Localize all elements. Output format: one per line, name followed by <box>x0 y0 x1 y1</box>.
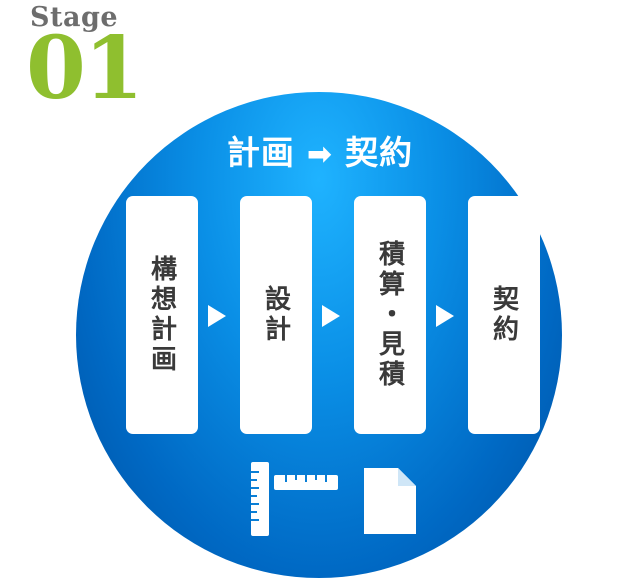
ruler-icon <box>251 462 338 536</box>
step-arrow-icon <box>322 305 340 327</box>
step-card-2: 設計 <box>240 196 312 434</box>
step-label: 構想計画 <box>146 255 177 375</box>
step-arrow-icon <box>208 305 226 327</box>
stage-heading: 計画 ➡ 契約 <box>0 126 640 174</box>
step-label: 積算・見積 <box>374 240 405 390</box>
step-card-4: 契約 <box>468 196 540 434</box>
step-card-3: 積算・見積 <box>354 196 426 434</box>
step-card-1: 構想計画 <box>126 196 198 434</box>
stage-number: 01 <box>26 18 144 119</box>
stage-label: Stage <box>30 2 119 33</box>
heading-to: 契約 <box>345 133 414 172</box>
step-label: 契約 <box>488 285 519 345</box>
right-arrow-icon: ➡ <box>306 137 334 172</box>
step-arrow-icon <box>436 305 454 327</box>
document-icon <box>364 468 416 534</box>
step-label: 設計 <box>260 285 291 345</box>
heading-from: 計画 <box>226 133 295 172</box>
